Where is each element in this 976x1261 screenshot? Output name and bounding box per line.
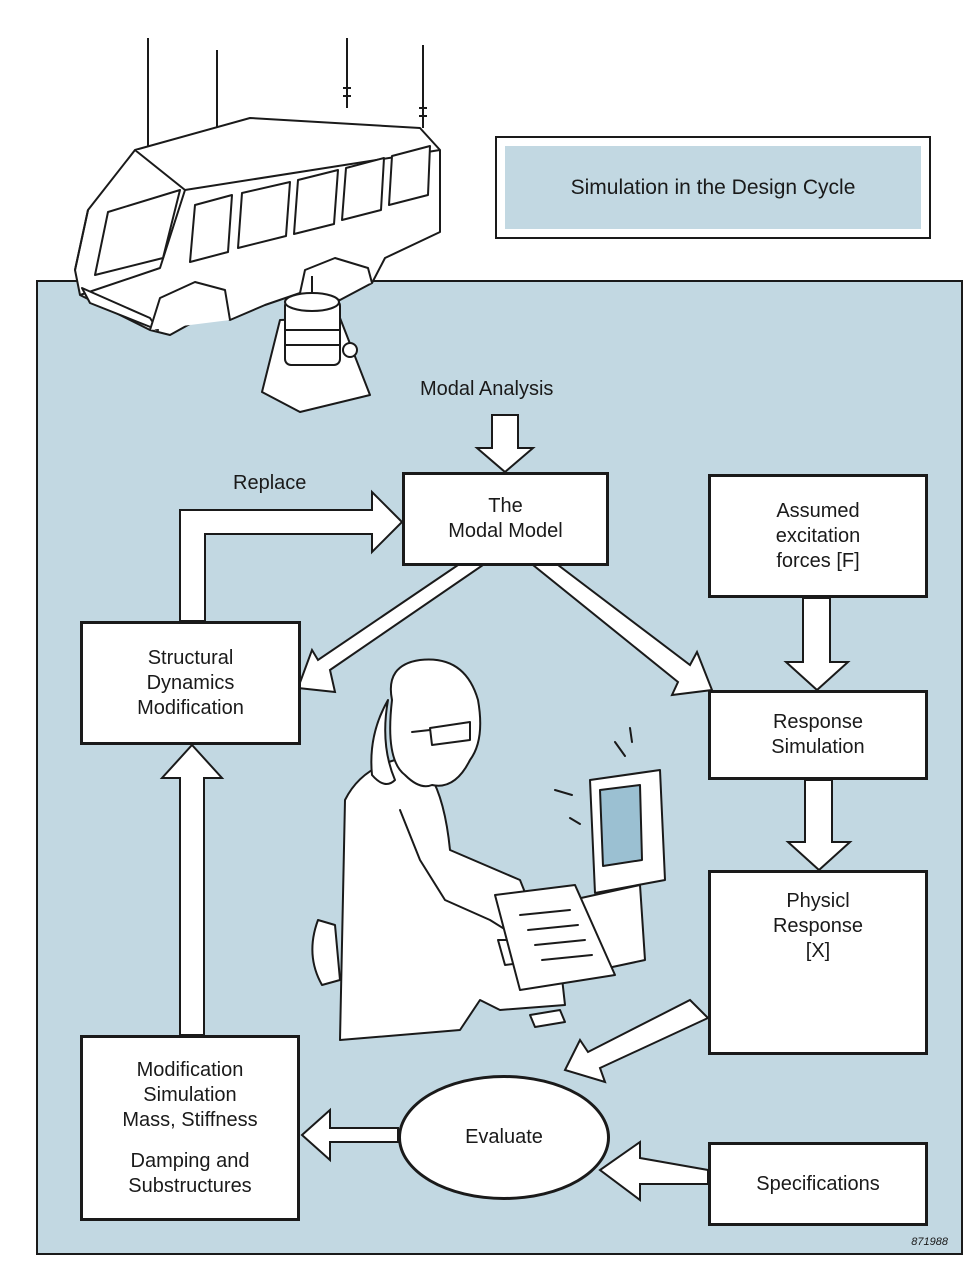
modification-line-1: Modification — [136, 1058, 244, 1081]
specifications-label: Specifications — [756, 1172, 880, 1195]
van-icon — [74, 38, 441, 336]
figure-code: 871988 — [911, 1236, 948, 1248]
diagram-title: Simulation in the Design Cycle — [505, 146, 921, 229]
physical-to-evaluate-arrow — [563, 998, 710, 1084]
modification-line-5: Damping and — [130, 1149, 250, 1172]
model-to-sdm-arrow — [296, 564, 487, 694]
structural-dynamics-box: Structural Dynamics Modification — [80, 621, 301, 745]
replace-label: Replace — [233, 472, 307, 494]
response-to-physical-arrow — [785, 779, 853, 872]
modal-model-line-2: Modal Model — [448, 520, 563, 542]
model-to-response-arrow — [530, 564, 714, 697]
shaker-icon — [261, 276, 371, 413]
physical-response-line-1: Physicl — [786, 890, 850, 912]
assumed-forces-line-3: forces [F] — [776, 549, 860, 572]
response-simulation-box: Response Simulation — [708, 690, 928, 780]
modification-simulation-box: Modification Simulation Mass, Stiffness … — [80, 1035, 300, 1221]
modal-model-box: The Modal Model — [402, 472, 609, 566]
structural-dynamics-line-3: Modification — [137, 696, 244, 719]
modification-line-6: Substructures — [128, 1174, 252, 1197]
modal-analysis-label: Modal Analysis — [420, 378, 554, 400]
assumed-forces-line-2: excitation — [775, 524, 861, 547]
forces-to-response-arrow — [783, 597, 851, 692]
replace-arrow — [179, 489, 404, 622]
response-simulation-line-2: Simulation — [771, 736, 865, 758]
modification-line-2: Simulation — [143, 1083, 237, 1106]
specs-to-evaluate-arrow — [598, 1140, 709, 1202]
assumed-forces-box: Assumed excitation forces [F] — [708, 474, 928, 598]
response-simulation-line-1: Response — [772, 711, 864, 733]
title-box: Simulation in the Design Cycle — [495, 136, 931, 239]
engineer-icon — [311, 658, 666, 1041]
structural-dynamics-line-2: Dynamics — [146, 671, 235, 694]
evaluate-to-modification-arrow — [300, 1107, 399, 1163]
assumed-forces-line-1: Assumed — [776, 499, 860, 522]
specifications-box: Specifications — [708, 1142, 928, 1226]
evaluate-node: Evaluate — [398, 1075, 610, 1200]
structural-dynamics-line-1: Structural — [147, 646, 234, 669]
modification-line-3: Mass, Stiffness — [122, 1108, 258, 1131]
modification-to-sdm-arrow — [159, 743, 225, 1036]
physical-response-line-3: [X] — [805, 940, 831, 962]
modal-analysis-arrow — [474, 414, 536, 474]
physical-response-line-2: Response — [772, 915, 864, 937]
modal-model-line-1: The — [488, 495, 523, 517]
physical-response-box: Physicl Response [X] — [708, 870, 928, 1055]
